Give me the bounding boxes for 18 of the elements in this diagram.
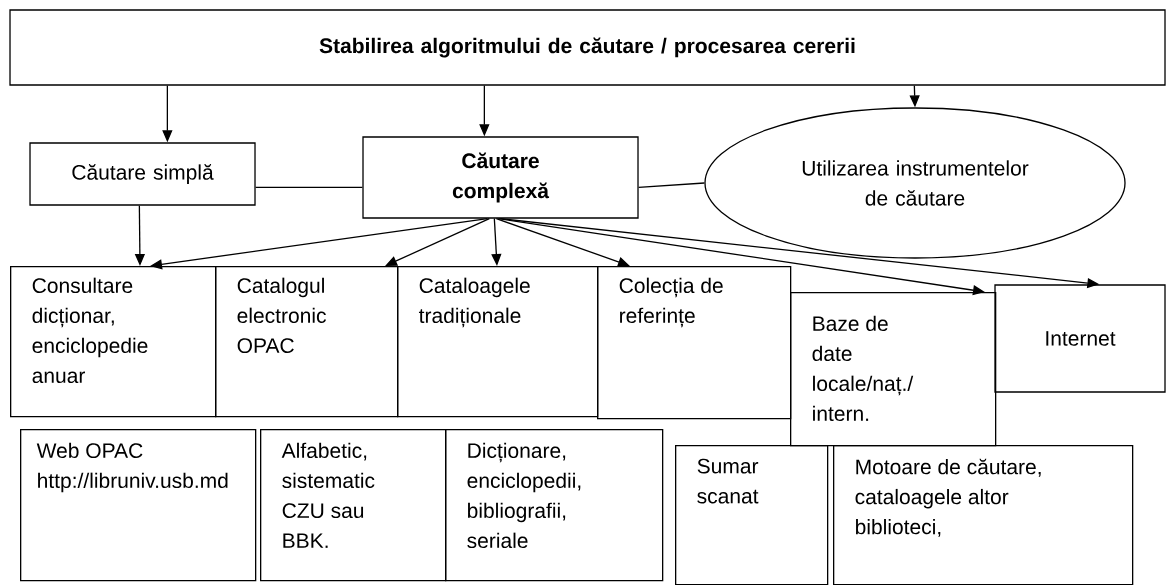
detail-box: Motoare de căutare, cataloagele altor biblioteci, — [833, 445, 1134, 585]
source-box: Cataloagele tradiționale — [397, 266, 599, 418]
arrow — [385, 218, 490, 266]
detail-box: Sumar scanat — [675, 445, 829, 585]
detail-box: Dicționare, enciclopedii, bibliografii, seriale — [445, 429, 664, 582]
heading-box: Stabilirea algoritmului de căutare / procesarea cererii — [9, 9, 1166, 86]
detail-box: Alfabetic, sistematic CZU sau BBK. — [260, 429, 447, 582]
arrow — [495, 218, 630, 267]
source-box: Baze de date locale/naț./ intern. — [790, 292, 997, 447]
source-box: Colecția de referințe — [597, 266, 792, 420]
method-box: Căutare complexă — [362, 136, 639, 219]
detail-box: Web OPAC http://libruniv.usb.md — [20, 429, 257, 582]
source-box: Catalogul electronic OPAC — [215, 266, 399, 418]
connector-line — [255, 186, 363, 188]
connector-line — [638, 182, 705, 188]
source-box: Consultare dicționar, enciclopedie anuar — [10, 266, 217, 418]
source-box: Internet — [994, 284, 1166, 393]
method-box: Căutare simplă — [29, 142, 256, 206]
